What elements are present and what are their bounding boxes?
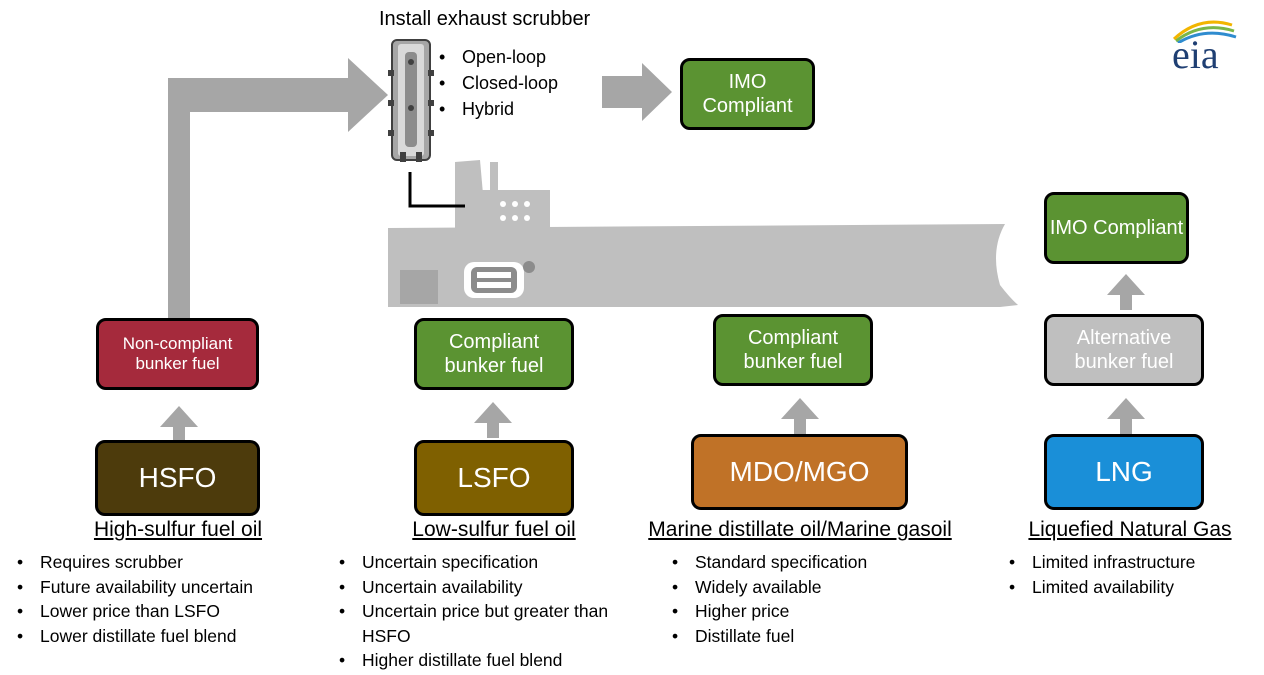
lng-imo-compliant-label: IMO Compliant [1049, 217, 1184, 239]
up-arrow-lsfo [474, 402, 512, 438]
mdo-mgo-bullets: Standard specification Widely available … [667, 550, 967, 648]
up-arrow-lng [1107, 398, 1145, 434]
lng-bullet: Limited infrastructure [1004, 550, 1254, 575]
scrubber-imo-compliant-label: IMO Compliant [702, 71, 793, 117]
mdo-mgo-label: MDO/MGO [729, 456, 870, 487]
scrubber-type-item: Hybrid [434, 96, 558, 122]
lsfo-label: LSFO [457, 462, 531, 493]
lng-box: LNG [1044, 434, 1204, 510]
up-arrow-mdo [781, 398, 819, 434]
hsfo-label: HSFO [138, 462, 217, 493]
up-arrow-hsfo [160, 406, 198, 442]
lsfo-bullet: Higher distillate fuel blend [334, 648, 634, 673]
hsfo-bullet: Lower distillate fuel blend [12, 624, 322, 649]
mdo-mgo-box: MDO/MGO [691, 434, 908, 510]
lsfo-bullet: Uncertain price but greater than HSFO [334, 599, 634, 648]
lsfo-bullets: Uncertain specification Uncertain availa… [334, 550, 634, 673]
hsfo-title: High-sulfur fuel oil [93, 518, 263, 541]
lsfo-bullet: Uncertain availability [334, 575, 634, 600]
scrubber-icon [388, 39, 434, 162]
lsfo-box: LSFO [414, 440, 574, 516]
mdo-mgo-bullet: Higher price [667, 599, 967, 624]
alternative-bunker-fuel-box: Alternative bunker fuel [1044, 314, 1204, 386]
lsfo-bullet: Uncertain specification [334, 550, 634, 575]
noncompliant-bunker-fuel-label: Non-compliant bunker fuel [122, 334, 233, 373]
engine-icon [464, 261, 535, 298]
scrubber-route-arrow [168, 58, 388, 322]
scrubber-to-compliant-arrow [602, 63, 672, 121]
exhaust-pipe [408, 172, 465, 208]
mdo-compliant-bunker-fuel-box: Compliant bunker fuel [713, 314, 873, 386]
noncompliant-bunker-fuel-box: Non-compliant bunker fuel [96, 318, 259, 390]
hsfo-bullets: Requires scrubber Future availability un… [12, 550, 322, 648]
ship-silhouette [388, 160, 1018, 307]
scrubber-title: Install exhaust scrubber [379, 8, 591, 30]
mdo-mgo-bullet: Standard specification [667, 550, 967, 575]
lng-bullets: Limited infrastructure Limited availabil… [1004, 550, 1254, 599]
mdo-compliant-bunker-fuel-label: Compliant bunker fuel [743, 327, 843, 373]
alternative-bunker-fuel-label: Alternative bunker fuel [1074, 327, 1174, 373]
eia-logo: eia [1170, 13, 1242, 77]
lng-imo-compliant-box: IMO Compliant [1044, 192, 1189, 264]
lsfo-title: Low-sulfur fuel oil [412, 518, 576, 541]
lng-label: LNG [1095, 456, 1153, 487]
mdo-mgo-title: Marine distillate oil/Marine gasoil [648, 518, 952, 541]
scrubber-type-item: Open-loop [434, 44, 558, 70]
hsfo-bullet: Lower price than LSFO [12, 599, 322, 624]
up-arrow-alt-to-compliant [1107, 274, 1145, 310]
lsfo-compliant-bunker-fuel-label: Compliant bunker fuel [444, 331, 544, 377]
scrubber-types-list: Open-loop Closed-loop Hybrid [434, 44, 558, 122]
bridge-windows [500, 201, 530, 221]
hsfo-box: HSFO [95, 440, 260, 516]
scrubber-type-item: Closed-loop [434, 70, 558, 96]
hsfo-bullet: Requires scrubber [12, 550, 322, 575]
scrubber-imo-compliant-box: IMO Compliant [680, 58, 815, 130]
mdo-mgo-bullet: Distillate fuel [667, 624, 967, 649]
eia-logo-text: eia [1172, 32, 1219, 77]
mdo-mgo-bullet: Widely available [667, 575, 967, 600]
lng-title: Liquefied Natural Gas [1028, 518, 1232, 541]
lsfo-compliant-bunker-fuel-box: Compliant bunker fuel [414, 318, 574, 390]
hsfo-bullet: Future availability uncertain [12, 575, 322, 600]
lng-bullet: Limited availability [1004, 575, 1254, 600]
